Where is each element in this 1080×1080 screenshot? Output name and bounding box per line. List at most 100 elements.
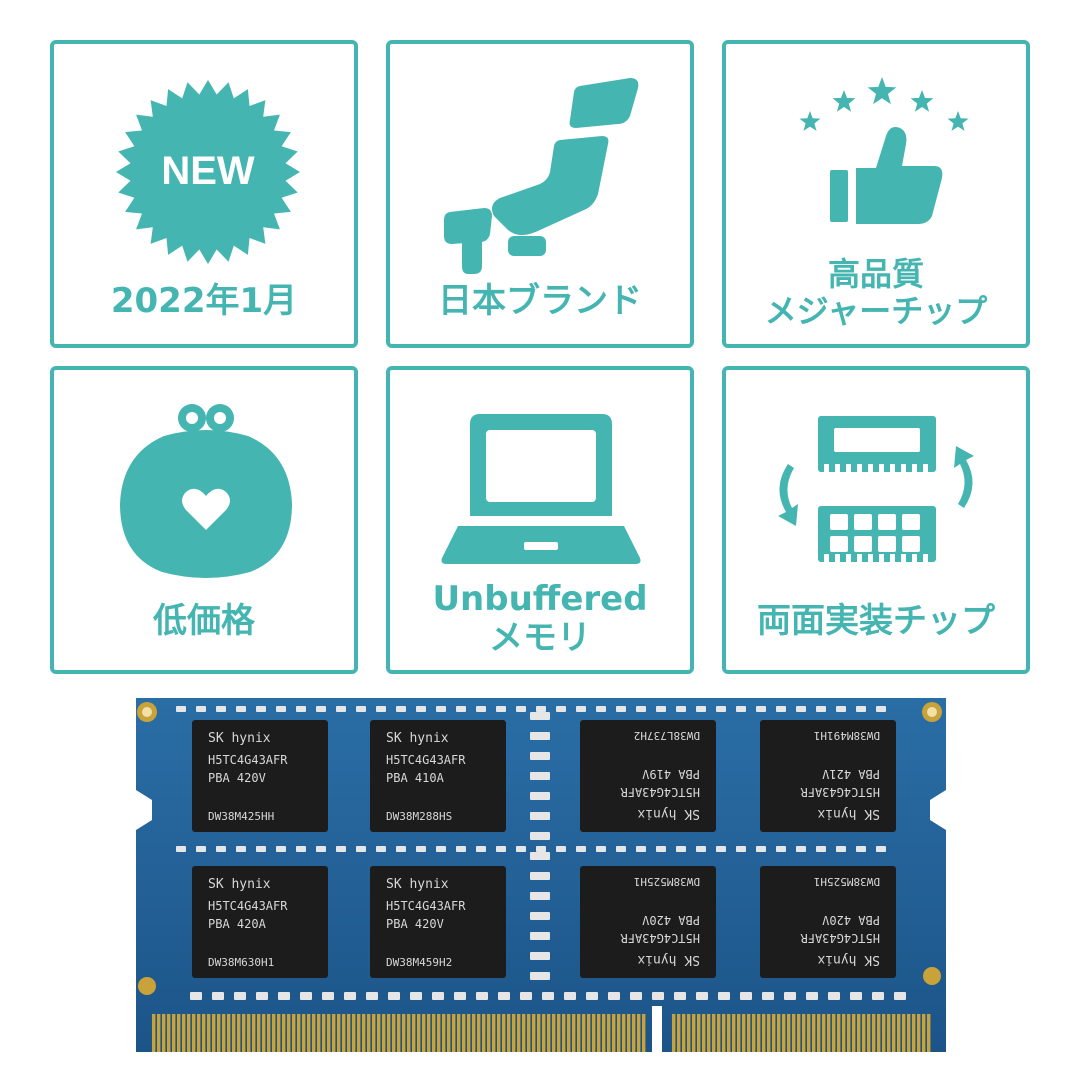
smd-resistor: [376, 706, 386, 712]
smd-capacitor: [652, 992, 664, 1000]
gold-finger: [282, 1014, 286, 1052]
gold-finger: [717, 1014, 721, 1052]
smd-resistor: [296, 846, 306, 852]
gold-finger: [512, 1014, 516, 1052]
smd-capacitor: [586, 992, 598, 1000]
gold-finger: [272, 1014, 276, 1052]
gold-finger: [152, 1014, 156, 1052]
smd-component: [530, 912, 550, 920]
gold-finger: [457, 1014, 461, 1052]
gold-finger: [327, 1014, 331, 1052]
gold-finger: [317, 1014, 321, 1052]
gold-finger: [857, 1014, 861, 1052]
smd-resistor: [716, 706, 726, 712]
gold-finger: [492, 1014, 496, 1052]
smd-resistor: [456, 706, 466, 712]
smd-capacitor: [564, 992, 576, 1000]
gold-finger: [162, 1014, 166, 1052]
chip-brand: SK hynix: [637, 952, 700, 967]
smd-resistor: [656, 846, 666, 852]
gold-finger: [752, 1014, 756, 1052]
smd-resistor: [276, 846, 286, 852]
gold-finger: [347, 1014, 351, 1052]
gold-finger: [777, 1014, 781, 1052]
gold-finger: [302, 1014, 306, 1052]
gold-finger: [247, 1014, 251, 1052]
gold-finger: [612, 1014, 616, 1052]
chip-part-number: H5TC4G43AFR: [208, 753, 288, 767]
star-icon: [910, 90, 934, 112]
smd-capacitor: [454, 992, 466, 1000]
chip-lot-code: DW38M525H1: [634, 875, 700, 888]
smd-capacitor: [520, 992, 532, 1000]
chip-body: [760, 720, 896, 832]
star-icon: [947, 111, 969, 131]
gold-finger: [847, 1014, 851, 1052]
gold-finger: [767, 1014, 771, 1052]
gold-finger: [892, 1014, 896, 1052]
gold-finger: [762, 1014, 766, 1052]
gold-finger: [912, 1014, 916, 1052]
smd-resistor: [796, 706, 806, 712]
chip-brand: SK hynix: [817, 806, 880, 821]
smd-resistor: [576, 706, 586, 712]
chip-lot-code: DW38L737H2: [634, 729, 700, 742]
gold-finger: [757, 1014, 761, 1052]
smd-capacitor: [366, 992, 378, 1000]
gold-finger: [637, 1014, 641, 1052]
smd-capacitor: [806, 992, 818, 1000]
smd-resistor: [476, 706, 486, 712]
gold-finger: [782, 1014, 786, 1052]
smd-capacitor: [410, 992, 422, 1000]
gold-finger: [442, 1014, 446, 1052]
mount-hole: [138, 977, 156, 995]
gold-finger: [217, 1014, 221, 1052]
gold-finger: [182, 1014, 186, 1052]
smd-capacitor: [432, 992, 444, 1000]
smd-resistor: [576, 846, 586, 852]
mini-chip: [834, 428, 920, 452]
gold-finger: [502, 1014, 506, 1052]
gold-finger: [807, 1014, 811, 1052]
smd-capacitor: [718, 992, 730, 1000]
mini-chip: [902, 536, 920, 552]
gold-finger: [342, 1014, 346, 1052]
gold-finger: [842, 1014, 846, 1052]
gold-finger: [852, 1014, 856, 1052]
gold-finger: [862, 1014, 866, 1052]
gold-finger: [732, 1014, 736, 1052]
gold-finger: [392, 1014, 396, 1052]
smd-capacitor: [234, 992, 246, 1000]
smd-resistor: [496, 706, 506, 712]
gold-finger: [627, 1014, 631, 1052]
smd-resistor: [516, 846, 526, 852]
smd-resistor: [676, 706, 686, 712]
chip-body: [760, 866, 896, 978]
double-sided-memory-icon: [778, 416, 974, 562]
smd-resistor: [776, 706, 786, 712]
smd-resistor: [416, 846, 426, 852]
label-line: 低価格: [153, 601, 255, 641]
gold-finger: [817, 1014, 821, 1052]
smd-component: [530, 972, 550, 980]
smd-resistor: [616, 846, 626, 852]
gold-finger: [477, 1014, 481, 1052]
gold-finger: [517, 1014, 521, 1052]
feature-label-quality: 高品質 メジャーチップ: [726, 256, 1026, 330]
gold-finger: [587, 1014, 591, 1052]
gold-contacts: [152, 1014, 931, 1052]
smd-resistor: [776, 846, 786, 852]
gold-finger: [412, 1014, 416, 1052]
smd-resistor: [176, 706, 186, 712]
smd-resistor: [836, 706, 846, 712]
gold-finger: [372, 1014, 376, 1052]
chip-lot-code: DW38M491H1: [814, 729, 880, 742]
label-line: メジャーチップ: [764, 291, 988, 330]
smd-component: [530, 712, 550, 720]
gold-finger: [917, 1014, 921, 1052]
chip-part-number: H5TC4G43AFR: [620, 931, 700, 945]
smd-capacitor: [784, 992, 796, 1000]
gold-finger: [227, 1014, 231, 1052]
